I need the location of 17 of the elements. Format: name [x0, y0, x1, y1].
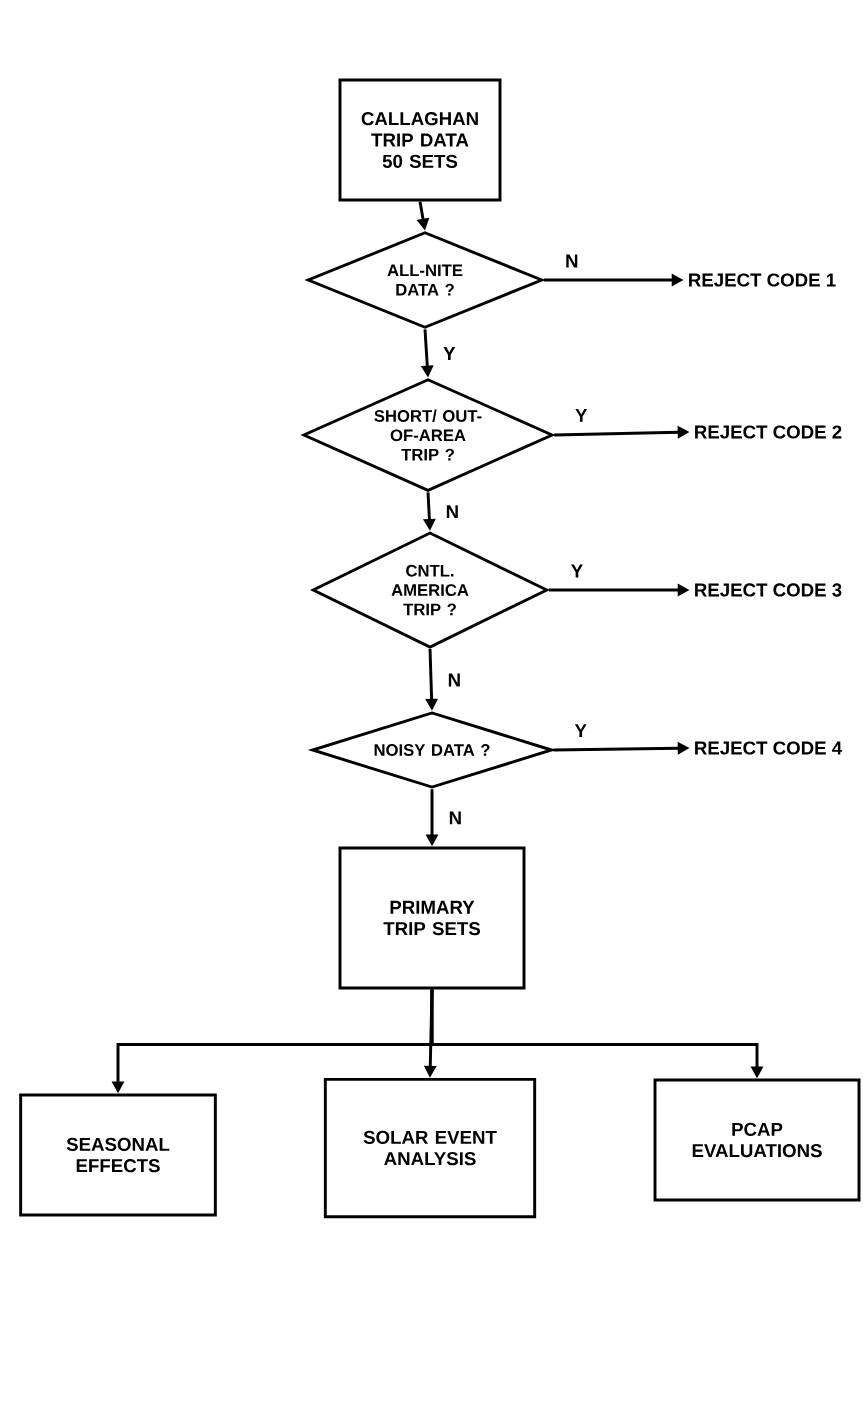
- process-box: PCAP EVALUATIONS: [653, 1078, 861, 1202]
- edge-label: N: [566, 254, 578, 268]
- process-box: SOLAR EVENT ANALYSIS: [323, 1077, 537, 1219]
- process-box: CALLAGHAN TRIP DATA 50 SETS: [338, 78, 502, 202]
- edge-label: Y: [575, 409, 588, 422]
- outcome-text: REJECT CODE 2: [695, 425, 842, 439]
- outcome-text: REJECT CODE 1: [689, 273, 836, 287]
- process-box: SEASONAL EFFECTS: [19, 1093, 217, 1217]
- edge-label: N: [446, 505, 458, 519]
- outcome-text: REJECT CODE 3: [695, 583, 842, 597]
- edge-label: Y: [574, 724, 587, 738]
- edge-label: N: [449, 811, 461, 825]
- edge-label: Y: [443, 347, 456, 360]
- process-box: PRIMARY TRIP SETS: [338, 846, 526, 990]
- outcome-text: REJECT CODE 4: [695, 741, 843, 755]
- edge-label: N: [448, 673, 460, 687]
- edge-label: Y: [571, 564, 583, 578]
